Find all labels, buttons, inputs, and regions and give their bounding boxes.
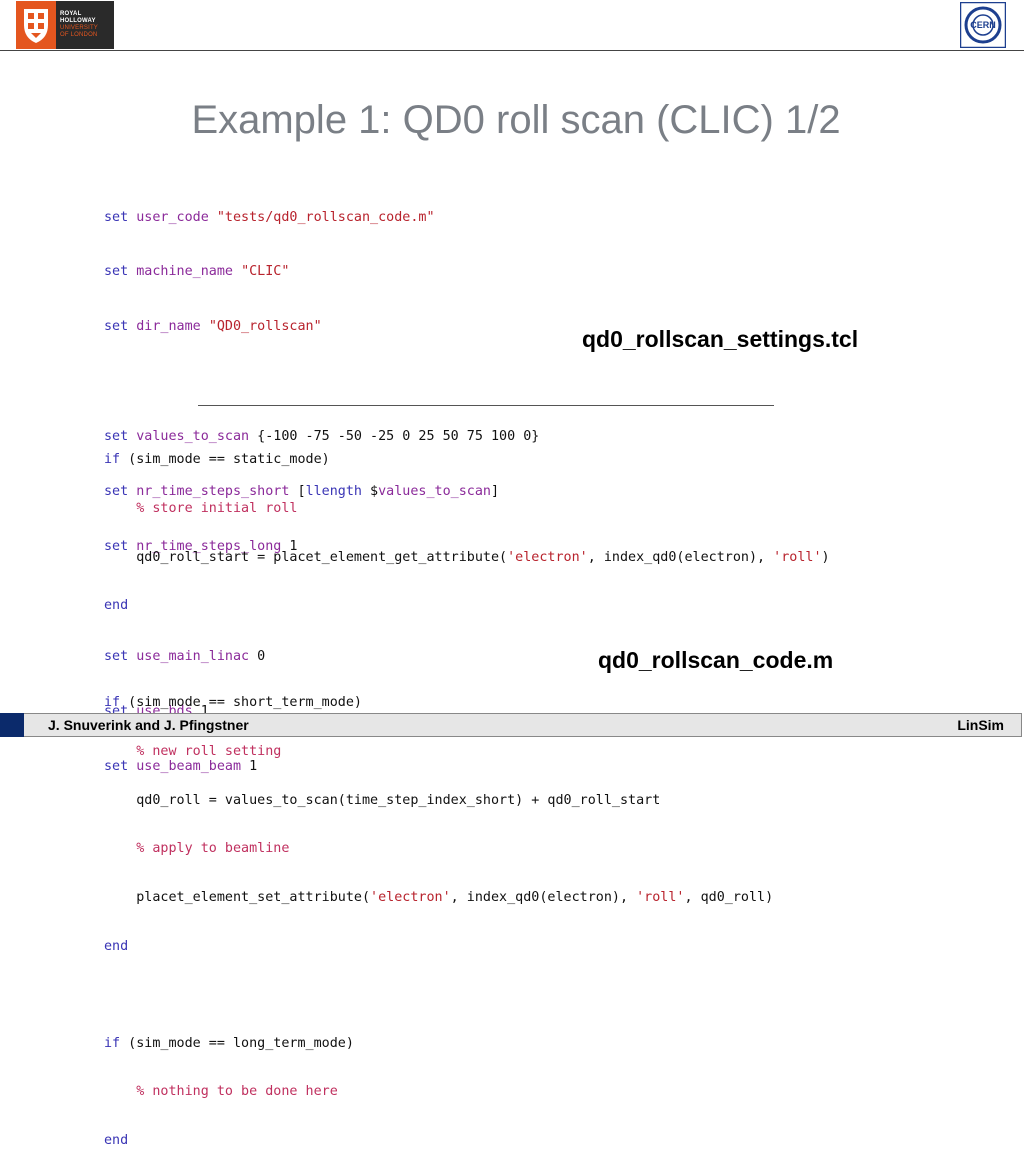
- footer-authors: J. Snuverink and J. Pfingstner: [48, 717, 249, 733]
- code-line: set dir_name "QD0_rollscan": [104, 319, 322, 335]
- tcl-filename-label: qd0_rollscan_settings.tcl: [582, 326, 859, 352]
- code-line: set machine_name "CLIC": [104, 264, 290, 280]
- code-line: % new roll setting: [136, 744, 282, 760]
- code-line: set nr_time_steps_short [llength $values…: [104, 484, 500, 500]
- code-line: set nr_time_steps_long 1: [104, 538, 298, 554]
- code-line: end: [104, 598, 129, 614]
- code-line: if (sim_mode == short_term_mode): [104, 695, 362, 711]
- code-line: qd0_roll_start = placet_element_get_attr…: [104, 549, 830, 565]
- octave-filename-label: qd0_rollscan_code.m: [598, 647, 834, 673]
- code-line: if (sim_mode == long_term_mode): [104, 1035, 354, 1051]
- slide-title: Example 1: QD0 roll scan (CLIC) 1/2: [191, 98, 841, 142]
- code-line: placet_element_set_attribute('electron',…: [104, 889, 774, 905]
- code-line: set user_code "tests/qd0_rollscan_code.m…: [104, 209, 435, 225]
- octave-code-block: if (sim_mode == static_mode) % store ini…: [104, 420, 830, 1165]
- code-line: [104, 987, 830, 1003]
- code-line: % nothing to be done here: [136, 1084, 338, 1100]
- code-line: % apply to beamline: [136, 841, 290, 857]
- code-line: end: [104, 1132, 129, 1148]
- code-line: set use_main_linac 0: [104, 648, 266, 664]
- crest-icon: [16, 1, 56, 49]
- code-line: end: [104, 938, 129, 954]
- footer-project: LinSim: [957, 717, 1004, 733]
- code-line: set values_to_scan {-100 -75 -50 -25 0 2…: [104, 429, 540, 445]
- royal-holloway-logo: ROYAL HOLLOWAY UNIVERSITY OF LONDON: [16, 1, 114, 49]
- code-line: [104, 373, 539, 391]
- logo-wordmark: ROYAL HOLLOWAY UNIVERSITY OF LONDON: [60, 11, 99, 38]
- footer-accent-block: [0, 713, 24, 737]
- code-line: % store initial roll: [136, 501, 298, 517]
- code-line: qd0_roll = values_to_scan(time_step_inde…: [104, 792, 661, 808]
- code-divider: [198, 405, 774, 406]
- code-line: if (sim_mode == static_mode): [104, 452, 330, 468]
- cern-logo-icon: CERN: [959, 1, 1007, 49]
- footer-bar: [0, 713, 1022, 737]
- svg-text:CERN: CERN: [970, 20, 996, 30]
- header-divider: [0, 50, 1024, 51]
- tcl-code-block: set user_code "tests/qd0_rollscan_code.m…: [104, 172, 539, 794]
